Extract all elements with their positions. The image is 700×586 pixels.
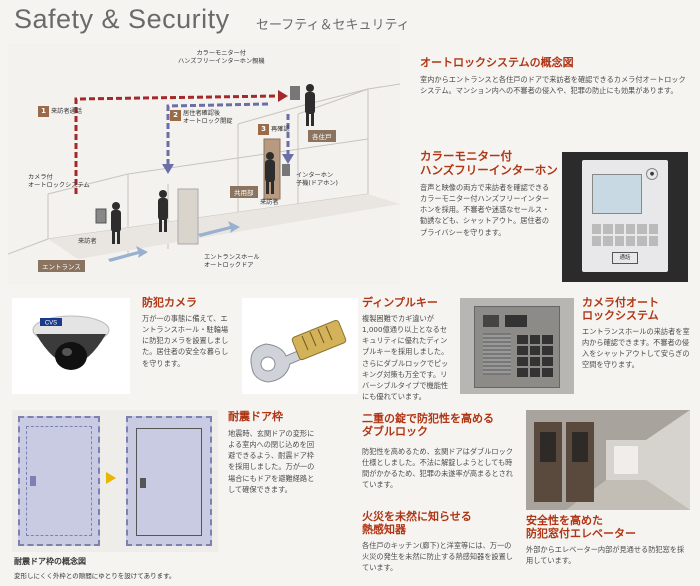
page-title: Safety & Security: [14, 4, 230, 34]
door-before: [26, 426, 92, 536]
fire-alarm-title: 火災を未然に知らせる 熱感知器: [362, 510, 472, 537]
autolock-panel: [474, 306, 560, 388]
intercom-photo: ● 通話: [562, 152, 688, 282]
double-lock-title: 二重の錠で防犯性を高める ダブルロック: [362, 412, 494, 439]
elevator-text: 外部からエレベーター内部が見通せる防犯窓を採用しています。: [526, 545, 685, 566]
diagram-illustration: [7, 44, 401, 284]
autolock-panel-photo: [460, 298, 574, 394]
page-subtitle: セーフティ＆セキュリティ: [256, 18, 410, 33]
panel-speaker-icon: [483, 333, 511, 375]
intercom-talk-button: 通話: [612, 252, 638, 264]
visitor-label-door: 来訪者: [260, 199, 279, 206]
step3-number: 3: [258, 124, 269, 135]
elevator-hall-illustration: [526, 410, 690, 510]
door-handle-icon: [30, 476, 36, 486]
camera-autolock-text: エントランスホールの来訪者を室内から確認できます。不審者の侵入をシャットアウトし…: [582, 327, 690, 370]
door-frame-after: [126, 416, 212, 546]
dimple-key-icon: [250, 319, 347, 383]
panel-keypad: [517, 335, 553, 377]
step2-number: 2: [170, 110, 181, 121]
elevator-photo: [526, 410, 690, 510]
intercom-speaker-icon: ●: [646, 168, 658, 180]
arrow-right-icon: [106, 472, 116, 484]
autolock-concept-title: オートロックシステムの概念図: [420, 56, 574, 69]
intercom-buttons: [592, 224, 658, 246]
color-monitor-text: 音声と映像の両方で来訪者を確認できるカラーモニター付ハンズフリーインターホンを採…: [420, 183, 550, 237]
step1-text: 来訪者通話: [51, 108, 82, 115]
step1-number: 1: [38, 106, 49, 117]
panel-display: [505, 315, 527, 327]
intercom-device: ● 通話: [582, 160, 668, 272]
dimple-key-title: ディンプルキー: [362, 296, 438, 309]
security-camera-icon: CVS: [32, 315, 110, 370]
step2-text: 居住者確認後 オートロック開錠: [183, 110, 233, 126]
entrance-tag: エントランス: [38, 260, 85, 272]
door-after: [136, 428, 202, 536]
seismic-frame-text: 地震時、玄関ドアの変形による室内への閉じ込めを回避できるよう、耐震ドア枠を採用し…: [228, 429, 315, 494]
door-frame-before: [18, 416, 100, 546]
autolock-concept-text: 室内からエントランスと各住戸のドアで来訪者を確認できるカメラ付オートロックシステ…: [420, 75, 686, 96]
camera-autolock-title: カメラ付オート ロックシステム: [582, 296, 659, 323]
elevator-title: 安全性を高めた 防犯窓付エレベーター: [526, 514, 636, 541]
dimple-key-text: 複製困難でカギ違いが1,000億通り以上となるセキュリティに優れたディンプルキー…: [362, 314, 449, 402]
shared-area-tag: 共用部: [230, 186, 258, 198]
seismic-caption-text: 変形しにくく外枠との隙間にゆとりを設けてあります。: [14, 572, 176, 580]
security-camera-text: 万が一の事態に備えて、エントランスホール・駐輪場に防犯カメラを設置しました。居住…: [142, 314, 229, 368]
intercom-screen: [592, 174, 642, 214]
door-handle-icon-2: [140, 478, 146, 488]
residence-tag: 各住戸: [308, 130, 336, 142]
intercom-label: インターホン 子機(ドアホン): [296, 172, 338, 188]
camera-autolock-label: カメラ付 オートロックシステム: [28, 174, 90, 190]
security-camera-photo: CVS: [12, 298, 130, 394]
visitor-label: 来訪者: [78, 238, 97, 245]
monitor-label: カラーモニター付 ハンズフリーインターホン親機: [178, 50, 265, 66]
panel-camera-icon: [483, 315, 499, 327]
camera-brand-text: CVS: [45, 321, 57, 327]
fire-alarm-text: 各住戸のキッチン(廊下)と洋室等には、万一の火災の発生を未然に防止する熱感知器を…: [362, 541, 513, 573]
seismic-frame-title: 耐震ドア枠: [228, 410, 283, 423]
dimple-key-photo: [242, 298, 358, 394]
security-camera-title: 防犯カメラ: [142, 296, 197, 309]
entrance-hall-label: エントランスホール オートロックドア: [204, 254, 260, 270]
double-lock-text: 防犯性を高めるため、玄関ドアはダブルロック仕様としました。不法に解錠しようとして…: [362, 447, 513, 490]
seismic-frame-diagram: [12, 410, 218, 552]
color-monitor-title: カラーモニター付 ハンズフリーインターホン: [420, 149, 558, 177]
step3-text: 再確認: [271, 126, 290, 133]
seismic-caption-title: 耐震ドア枠の概念図: [14, 557, 86, 566]
